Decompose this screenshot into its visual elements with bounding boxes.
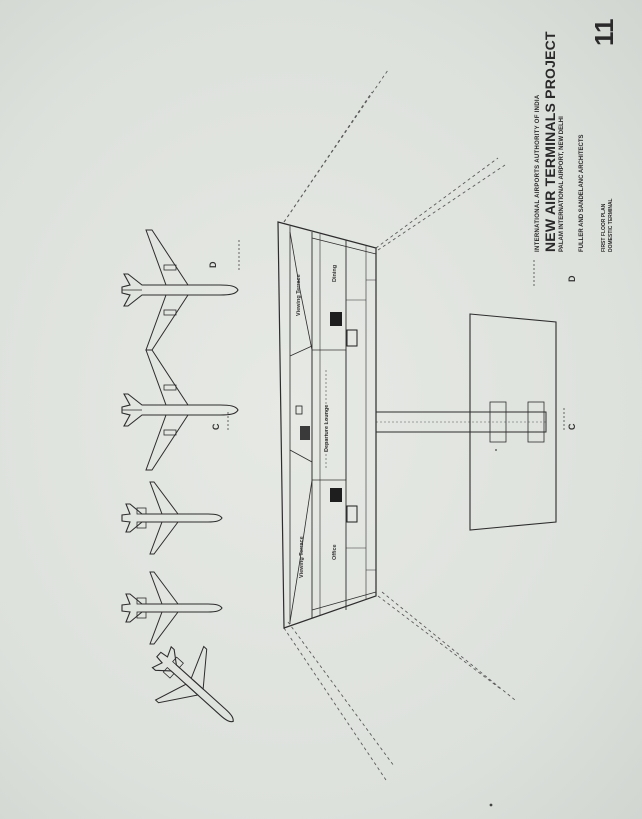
sheet-number: 11 [589, 18, 619, 47]
label-viewing-terrace-bottom: Viewing Terrace [299, 536, 305, 578]
title-block: INTERNATIONAL AIRPORTS AUTHORITY OF INDI… [531, 6, 631, 256]
section-markers [227, 240, 565, 432]
section-mark-d-bottom: D [567, 275, 577, 282]
sheet-title-line-1: FIRST FLOOR PLAN [601, 203, 607, 252]
label-departure-lounge: Departure Lounge [324, 405, 330, 452]
label-viewing-terrace-top: Viewing Terrace [296, 274, 302, 316]
narrow-body-jet-icon [121, 481, 223, 555]
section-mark-d-top: D [208, 261, 218, 268]
project-location: PALAM INTERNATIONAL AIRPORT, NEW DELHI [559, 116, 565, 252]
regional-jet-icon [134, 627, 258, 749]
section-mark-c-bottom: C [567, 423, 577, 430]
perspective-lines [283, 69, 516, 781]
title-block-content: INTERNATIONAL AIRPORTS AUTHORITY OF INDI… [531, 6, 631, 256]
terminal-building [277, 221, 377, 629]
label-dining: Dining [332, 265, 338, 282]
connecting-bridge [375, 411, 547, 433]
architects-name: FULLER AND SANDELANC ARCHITECTS [579, 134, 585, 252]
section-mark-c-top: C [211, 423, 221, 430]
stray-mark [495, 449, 497, 451]
authority-name: INTERNATIONAL AIRPORTS AUTHORITY OF INDI… [535, 94, 541, 252]
project-name: NEW AIR TERMINALS PROJECT [542, 31, 558, 252]
narrow-body-jet-icon [121, 571, 223, 645]
stray-mark [489, 803, 493, 807]
aircraft-group [121, 229, 258, 749]
wide-body-jet-icon [121, 229, 239, 351]
sheet-title-line-2: DOMESTIC TERMINAL [608, 198, 614, 252]
stair-core-blocks [295, 312, 358, 523]
wide-body-jet-icon [121, 349, 239, 471]
label-office: Office [332, 544, 338, 560]
lower-building [469, 313, 557, 531]
